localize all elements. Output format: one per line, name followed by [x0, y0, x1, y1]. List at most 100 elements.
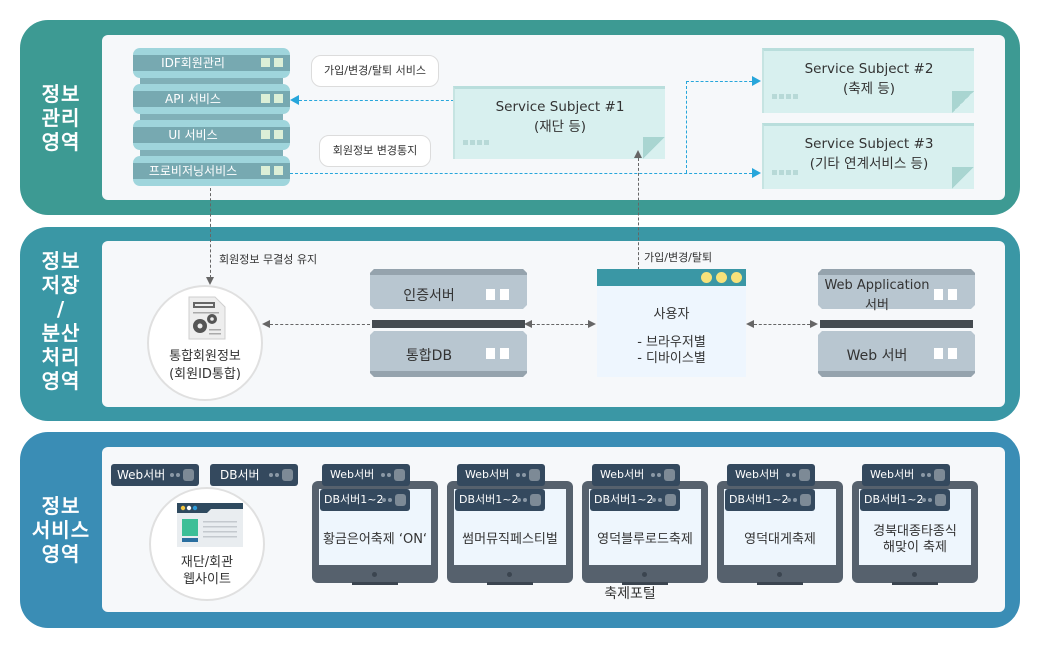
dot-icon — [651, 473, 655, 477]
monitor-stand — [352, 582, 398, 585]
subject-subtitle: (기타 연계서비스 등) — [809, 156, 929, 172]
section-label-storage: 정보 저장 / 분산 처리 영역 — [20, 249, 102, 393]
dot-icon — [170, 473, 174, 477]
festival-db-server-tag[interactable]: DB서버1~2 — [455, 489, 545, 511]
dots-icon — [772, 85, 800, 105]
led-icon — [934, 289, 943, 300]
led-icon — [274, 130, 283, 139]
festival-web-server-tag[interactable]: Web서버 — [862, 464, 950, 486]
label-line: 정보 — [41, 82, 81, 106]
window-dot-icon — [731, 272, 742, 283]
tag-label: Web서버 — [117, 468, 166, 482]
rack-divider — [140, 114, 283, 122]
festival-name-block: 황금은어축제 ‘ON‘ — [319, 489, 431, 565]
dot-icon — [269, 473, 273, 477]
join-label: 가입/변경/탈퇴 — [644, 251, 713, 264]
service-subject-3[interactable]: Service Subject #3 (기타 연계서비스 등) — [762, 123, 974, 189]
label-line: 정보 — [41, 249, 81, 273]
rack-item-idf[interactable]: IDF회원관리 — [133, 48, 290, 78]
connector-vertical — [686, 81, 687, 173]
festival-web-server-tag[interactable]: Web서버 — [592, 464, 680, 486]
auth-server-stack[interactable]: 인증서버 통합DB — [370, 269, 527, 377]
foundation-line2: 웹사이트 — [183, 572, 231, 587]
arrow-right-icon — [752, 168, 761, 178]
festival-db-server-tag[interactable]: DB서버1~2 — [320, 489, 410, 511]
led-icon — [500, 289, 509, 300]
integrated-member-info[interactable]: 통합회원정보 (회원ID통합) — [147, 285, 263, 401]
dot-icon — [516, 473, 520, 477]
foundation-website[interactable]: 재단/회관 웹사이트 — [149, 487, 265, 601]
led-icon — [934, 469, 945, 481]
tag-label: DB서버 — [220, 468, 260, 482]
label-line: 영역 — [41, 130, 81, 154]
user-by-device: - 디바이스별 — [637, 351, 706, 366]
rack-label: API 서비스 — [165, 92, 221, 106]
page-fold-icon — [952, 91, 974, 113]
dot-icon — [657, 473, 661, 477]
led-icon — [395, 494, 406, 506]
power-button-icon — [777, 572, 782, 577]
rack-item-ui[interactable]: UI 서비스 — [133, 120, 290, 150]
tag-label: Web서버 — [735, 468, 780, 481]
arrow-left-icon — [290, 95, 299, 105]
festival-web-server-tag[interactable]: Web서버 — [727, 464, 815, 486]
festival-web-server-tag[interactable]: Web서버 — [322, 464, 410, 486]
rack-divider — [372, 320, 525, 328]
dot-icon — [387, 473, 391, 477]
rack-divider — [820, 320, 973, 328]
web-server-label: Web 서버 — [846, 348, 908, 364]
monitor-stand — [622, 582, 668, 585]
led-icon — [935, 494, 946, 506]
arrow-right-icon — [588, 320, 596, 328]
user-by-browser: - 브라우저별 — [637, 335, 706, 350]
arrow-down-icon — [206, 277, 214, 285]
dots-icon — [463, 131, 491, 151]
rack-item-api[interactable]: API 서비스 — [133, 84, 290, 114]
tag-label: DB서버1~2 — [459, 493, 519, 506]
foundation-line1: 재단/회관 — [180, 555, 234, 570]
led-icon — [486, 348, 495, 359]
dot-icon — [793, 498, 797, 502]
monitor-stand — [757, 582, 803, 585]
label-line: 분산 — [41, 321, 81, 345]
tag-label: DB서버1~2 — [864, 493, 924, 506]
foundation-db-server-tag[interactable]: DB서버 — [210, 464, 298, 486]
web-server-stack[interactable]: Web Application 서버 Web 서버 — [818, 269, 975, 377]
festival-db-server-tag[interactable]: DB서버1~2 — [725, 489, 815, 511]
rack-item-provisioning[interactable]: 프로비저닝서비스 — [133, 156, 290, 186]
festival-name: 황금은어축제 ‘ON‘ — [322, 532, 428, 547]
web-application-server-label: Web Application — [824, 278, 930, 293]
dot-icon — [921, 473, 925, 477]
led-icon — [799, 469, 810, 481]
foundation-web-server-tag[interactable]: Web서버 — [111, 464, 199, 486]
connector-auth-memberinfo — [270, 324, 370, 325]
led-icon — [274, 94, 283, 103]
led-icon — [282, 469, 293, 481]
subject-subtitle: (축제 등) — [842, 81, 896, 97]
tag-label: Web서버 — [465, 468, 510, 481]
festival-monitor[interactable]: 영덕블루로드축제 — [582, 481, 708, 585]
arrow-up-icon — [634, 150, 642, 158]
led-icon — [261, 130, 270, 139]
dot-icon — [658, 498, 662, 502]
led-icon — [948, 348, 957, 359]
dot-icon — [382, 498, 386, 502]
service-subject-1[interactable]: Service Subject #1 (재단 등) — [453, 86, 665, 159]
arrow-left-icon — [262, 320, 270, 328]
member-info-line1: 통합회원정보 — [169, 349, 241, 364]
service-subject-2[interactable]: Service Subject #2 (축제 등) — [762, 48, 974, 113]
connector-user-subject1 — [638, 158, 639, 270]
dot-icon — [922, 498, 926, 502]
festival-db-server-tag[interactable]: DB서버1~2 — [590, 489, 680, 511]
led-icon — [664, 469, 675, 481]
dot-icon — [275, 473, 279, 477]
festival-web-server-tag[interactable]: Web서버 — [457, 464, 545, 486]
user-window[interactable]: 사용자 - 브라우저별 - 디바이스별 — [597, 269, 746, 377]
integrated-db-label: 통합DB — [405, 348, 453, 364]
festival-name: 영덕블루로드축제 — [597, 532, 693, 547]
festival-db-server-tag[interactable]: DB서버1~2 — [860, 489, 950, 511]
window-dot-icon — [701, 272, 712, 283]
connector-auth-user — [532, 324, 588, 325]
dot-icon — [176, 473, 180, 477]
